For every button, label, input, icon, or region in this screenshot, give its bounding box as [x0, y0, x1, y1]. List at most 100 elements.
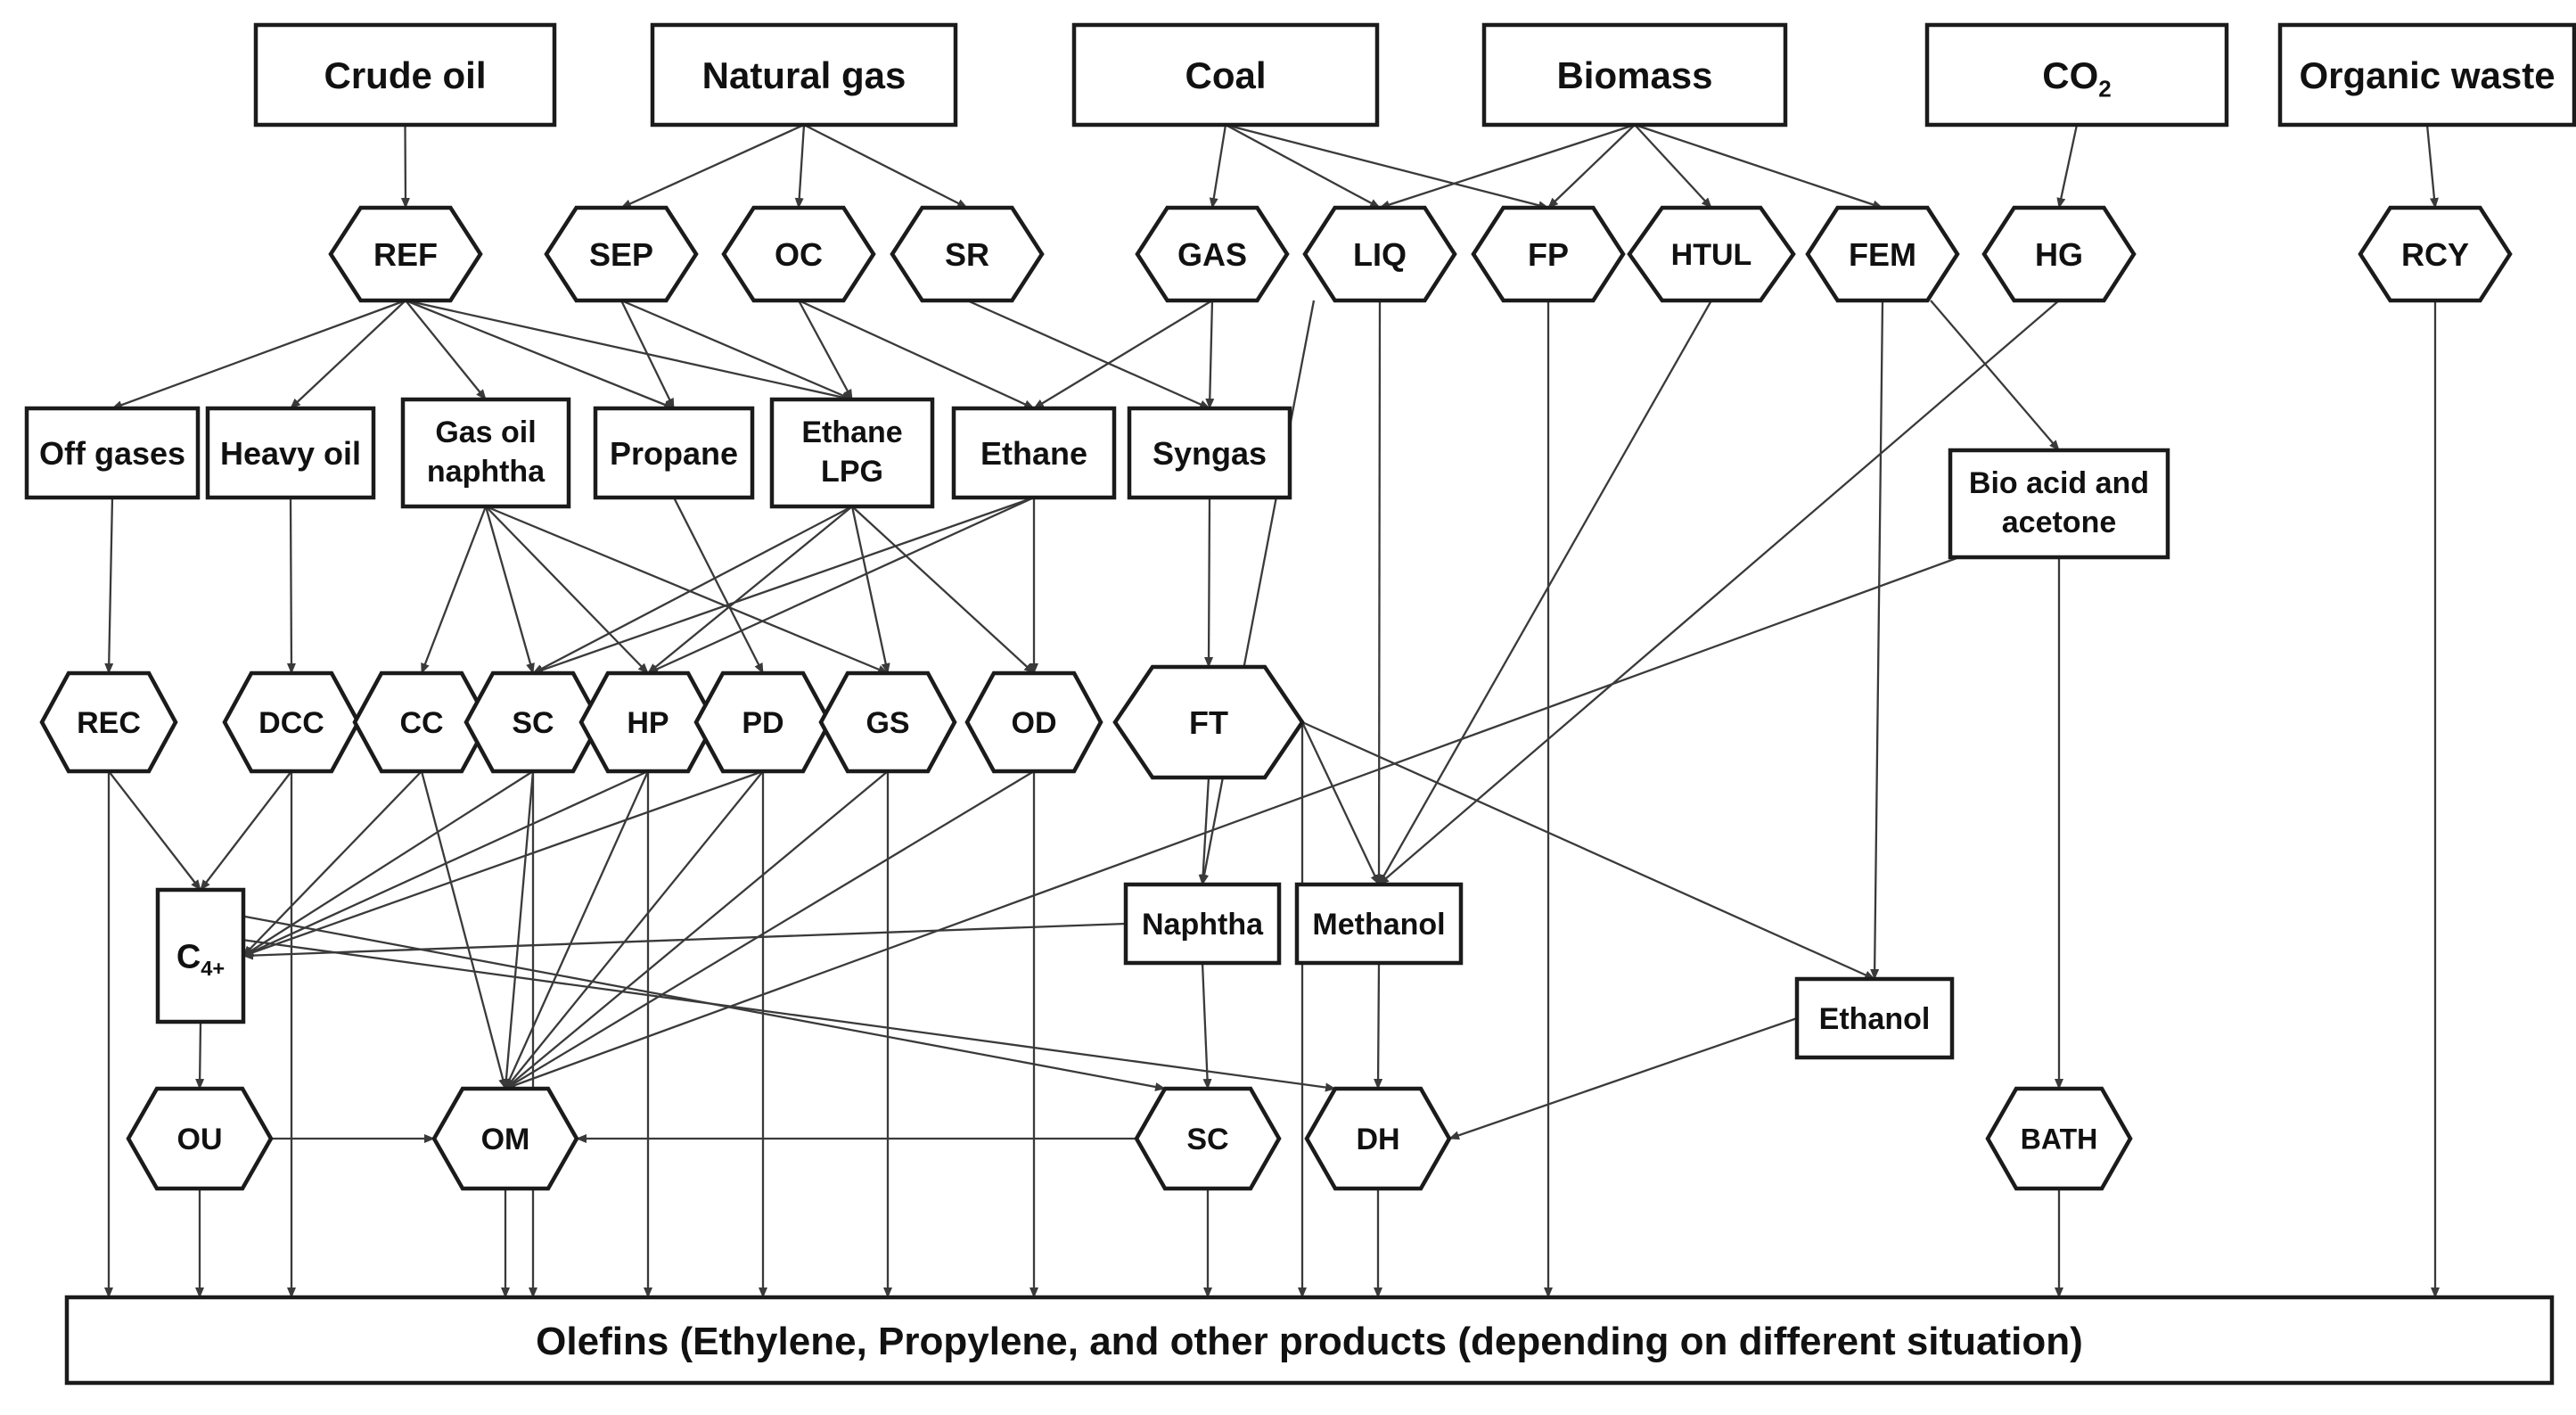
edge-LIQ-methanol — [1374, 300, 1384, 885]
label-FP: FP — [1528, 236, 1569, 273]
node-shape-c4plus — [155, 887, 246, 1024]
node-natural_gas: Natural gas — [650, 22, 958, 128]
edge-REF-ethane_lpg — [405, 299, 853, 402]
node-OU: OU — [126, 1086, 274, 1191]
node-c4plus: C4+ — [155, 887, 246, 1024]
process-hexagon-REF — [328, 205, 483, 303]
label-DCC: DCC — [258, 706, 324, 740]
node-SR: SR — [890, 205, 1045, 303]
node-coal: Coal — [1071, 22, 1380, 128]
node-shape-olefins_bar — [64, 1295, 2555, 1386]
label-FT: FT — [1189, 704, 1228, 741]
node-PD: PD — [693, 670, 833, 774]
node-REF: REF — [328, 205, 483, 303]
edge-organic_waste-RCY — [2425, 124, 2439, 209]
edge-HP-OM — [504, 770, 650, 1090]
label-GAS: GAS — [1177, 236, 1247, 273]
edge-gas_oil_naphtha-GS — [485, 505, 889, 675]
edge-GAS-ethane — [1033, 300, 1213, 409]
node-HTUL: HTUL — [1627, 205, 1796, 303]
process-hexagon-FEM — [1805, 205, 1960, 303]
label-SC4: SC — [512, 706, 554, 740]
edge-bio_acid-OM — [505, 555, 1960, 1090]
edge-natural_gas-OC — [794, 124, 806, 209]
node-RCY: RCY — [2358, 205, 2513, 303]
node-ethane: Ethane — [951, 406, 1117, 500]
process-hexagon-SEP — [544, 205, 699, 303]
node-SC6: SC — [1134, 1086, 1282, 1191]
process-hexagon-LIQ — [1302, 205, 1457, 303]
label-CC: CC — [399, 706, 443, 740]
edge-naphtha-SC6 — [1201, 962, 1212, 1090]
edge-natural_gas-SEP — [620, 123, 805, 210]
edge-methanol-DH — [1374, 962, 1383, 1090]
edge-SC4-c4plus — [242, 770, 534, 957]
node-GAS: GAS — [1135, 205, 1290, 303]
edge-REF-gas_oil_naphtha — [405, 300, 487, 400]
node-REC: REC — [39, 670, 178, 774]
edge-ethane-HP — [647, 496, 1035, 675]
node-SC4: SC — [464, 670, 603, 774]
process-hexagon-PD — [693, 670, 833, 774]
edge-c4plus-DH — [242, 939, 1336, 1092]
label-PD: PD — [742, 706, 783, 740]
node-shape-ethane — [951, 406, 1117, 500]
edge-SEP-propane — [619, 300, 676, 409]
edge-FT-ethanol — [1301, 720, 1875, 981]
label-olefins_bar: Olefins (Ethylene, Propylene, and other … — [536, 1320, 2083, 1363]
label-REF: REF — [373, 236, 438, 273]
edge-biomass-FP — [1547, 124, 1636, 209]
label-c4plus: C4+ — [176, 939, 225, 980]
node-shape-ethanol — [1794, 976, 1955, 1060]
node-BATH: BATH — [1985, 1086, 2133, 1191]
process-hexagon-FP — [1471, 205, 1626, 303]
edge-GAS-syngas — [1205, 300, 1215, 409]
label-OC: OC — [775, 236, 823, 273]
process-hexagon-BATH — [1985, 1086, 2133, 1191]
edge-ethane_lpg-HP — [647, 506, 853, 674]
edge-gas_oil_naphtha-SC4 — [484, 506, 535, 674]
node-shape-biomass — [1481, 22, 1788, 128]
edge-CC-c4plus — [242, 770, 422, 957]
edge-SR-syngas — [966, 299, 1210, 410]
label-off_gases: Off gases — [39, 435, 185, 472]
node-shape-naphtha — [1123, 882, 1282, 966]
edge-REC-c4plus — [108, 770, 201, 891]
label-OD: OD — [1012, 706, 1057, 740]
process-hexagon-CC — [352, 670, 491, 774]
label-SC6: SC — [1186, 1123, 1228, 1156]
edge-natural_gas-SR — [803, 123, 968, 210]
process-hexagon-SC4 — [464, 670, 603, 774]
node-shape-crude_oil — [253, 22, 557, 128]
process-hexagon-GAS — [1135, 205, 1290, 303]
node-shape-bio_acid — [1948, 448, 2170, 560]
edge-REF-propane — [405, 299, 675, 410]
edge-biomass-LIQ — [1379, 123, 1636, 210]
label-syngas: Syngas — [1153, 435, 1267, 472]
node-shape-propane — [593, 406, 755, 500]
label-OM: OM — [481, 1123, 530, 1156]
edge-LIQ-naphtha — [1200, 300, 1316, 885]
node-DH: DH — [1304, 1086, 1452, 1191]
node-biomass: Biomass — [1481, 22, 1788, 128]
edge-OC-ethane_lpg — [797, 300, 854, 400]
node-propane: Propane — [593, 406, 755, 500]
node-DCC: DCC — [222, 670, 361, 774]
label-SEP: SEP — [589, 236, 653, 273]
edge-ethane_lpg-SC4 — [532, 505, 853, 675]
process-hexagon-HTUL — [1627, 205, 1796, 303]
process-hexagon-OU — [126, 1086, 274, 1191]
edge-coal-GAS — [1209, 124, 1227, 209]
edge-FT-methanol — [1300, 721, 1381, 885]
label-heavy_oil: Heavy oil — [220, 435, 361, 472]
label-naphtha: Naphtha — [1142, 908, 1264, 942]
edge-coal-FP — [1225, 123, 1549, 210]
process-hexagon-HP — [578, 670, 718, 774]
node-shape-methanol — [1294, 882, 1464, 966]
edge-SEP-ethane_lpg — [620, 299, 853, 401]
process-hexagon-HG — [1981, 205, 2137, 303]
